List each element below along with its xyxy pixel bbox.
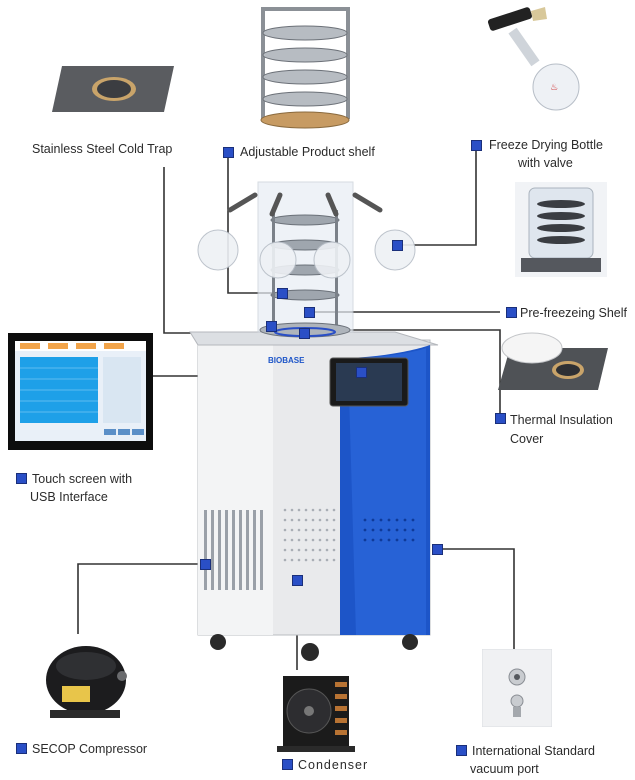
marker-drying-bottle xyxy=(392,240,403,251)
marker-insulation-label xyxy=(495,413,506,424)
label-drying-bottle-1: Freeze Drying Bottle xyxy=(489,138,603,152)
marker-prefreezing-label xyxy=(506,307,517,318)
label-vacuum-2: vacuum port xyxy=(470,762,539,776)
leader-compressor xyxy=(77,563,205,634)
svg-text:♨: ♨ xyxy=(550,83,558,93)
marker-prefreezing xyxy=(304,307,315,318)
label-touch-screen-2: USB Interface xyxy=(30,490,108,504)
marker-vacuum-port xyxy=(432,544,443,555)
leader-vacuum xyxy=(437,548,515,650)
product-shelf-photo xyxy=(260,7,350,129)
drying-bottle-photo: ♨ xyxy=(488,7,580,111)
label-product-shelf: Adjustable Product shelf xyxy=(240,145,375,159)
label-cold-trap: Stainless Steel Cold Trap xyxy=(32,142,173,156)
leader-drying-bottle xyxy=(398,145,477,246)
marker-shelf-label xyxy=(223,147,234,158)
bullet-icon xyxy=(16,473,27,484)
label-touch-screen-text: Touch screen with xyxy=(32,472,133,486)
label-vacuum-text: International Standard xyxy=(472,744,596,758)
label-compressor: SECOP Compressor xyxy=(16,740,147,758)
label-prefreezing-shelf: Pre-freezeing Shelf xyxy=(520,306,628,320)
brand-logo: BIOBASE xyxy=(268,356,305,365)
compressor-photo xyxy=(46,646,127,718)
label-drying-bottle-2: with valve xyxy=(518,156,573,170)
cold-trap-photo xyxy=(52,66,174,112)
insulation-cover-photo xyxy=(498,332,608,390)
marker-condenser xyxy=(292,575,303,586)
marker-insulation xyxy=(266,321,277,332)
marker-touchscreen xyxy=(356,367,367,378)
label-insulation-2: Cover xyxy=(510,432,544,446)
marker-cold-trap xyxy=(299,328,310,339)
label-insulation-1: Thermal Insulation xyxy=(510,413,613,427)
label-condenser: Condenser xyxy=(282,756,368,774)
freeze-dryer-machine xyxy=(189,181,439,661)
condenser-photo xyxy=(277,676,355,752)
drying-chamber-photo xyxy=(515,182,607,277)
touch-screen-photo xyxy=(8,333,153,450)
marker-compressor xyxy=(200,559,211,570)
bullet-icon xyxy=(16,743,27,754)
vacuum-port-photo xyxy=(482,649,552,727)
bullet-icon xyxy=(456,745,467,756)
label-condenser-text: Condenser xyxy=(298,758,369,772)
label-touch-screen-1: Touch screen with xyxy=(16,470,132,488)
label-vacuum-1: International Standard xyxy=(456,742,595,760)
marker-bottle-label xyxy=(471,140,482,151)
bullet-icon xyxy=(282,759,293,770)
label-compressor-text: SECOP Compressor xyxy=(32,742,148,756)
marker-product-shelf xyxy=(277,288,288,299)
